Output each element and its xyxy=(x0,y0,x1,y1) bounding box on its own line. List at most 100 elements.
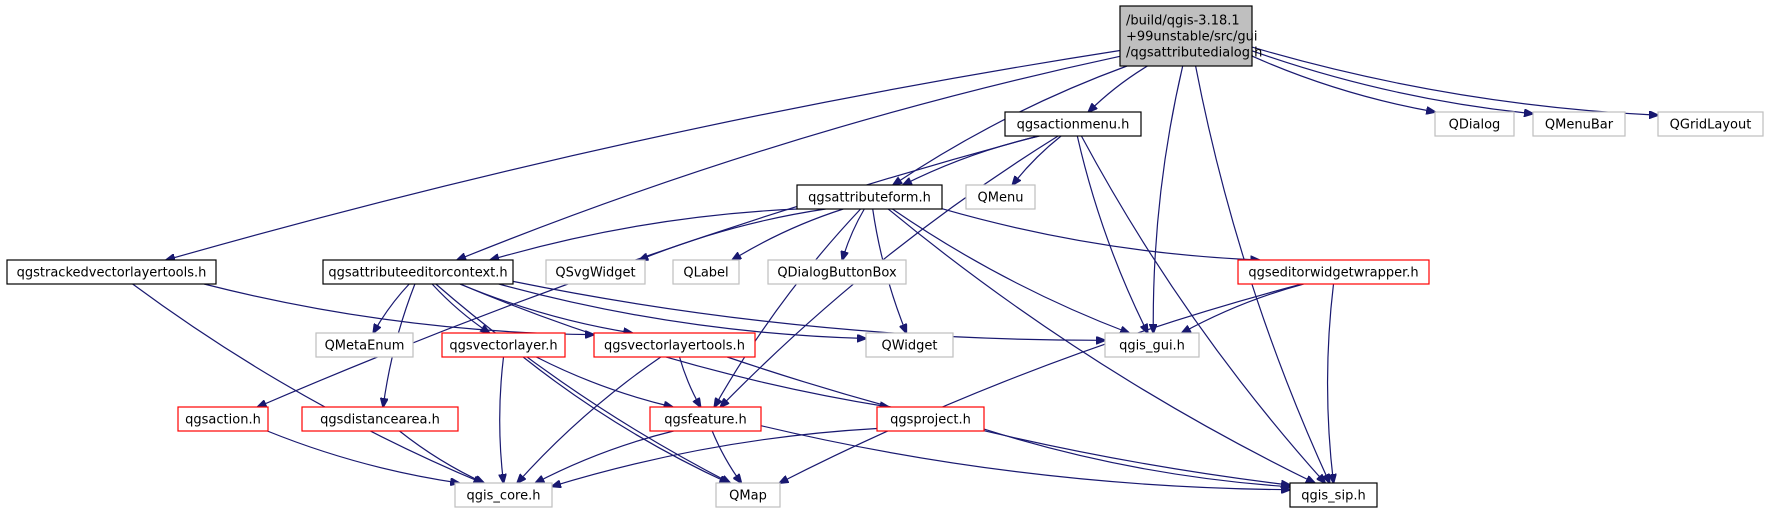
edge-vectorlayer-to-qgiscore xyxy=(500,356,504,483)
node-label-qmetaenum: QMetaEnum xyxy=(325,339,405,354)
edge-attributeform-to-editorcontext xyxy=(490,208,798,260)
node-trackedtools[interactable]: qgstrackedvectorlayertools.h xyxy=(6,259,217,285)
edge-attributeform-to-qgissip xyxy=(887,208,1315,483)
edge-root-to-trackedtools xyxy=(166,49,1121,261)
node-qdialogbuttonbox[interactable]: QDialogButtonBox xyxy=(767,259,907,285)
node-attributeform[interactable]: qgsattributeform.h xyxy=(796,184,943,210)
node-label-editorwidgetwrapper: qgseditorwidgetwrapper.h xyxy=(1248,266,1418,281)
node-label-feature: qgsfeature.h xyxy=(664,413,747,428)
node-label-vectorlayertools: qgsvectorlayertools.h xyxy=(604,339,745,354)
edge-vectorlayertools-to-qgiscore xyxy=(517,356,662,483)
edge-editorcontext-to-project xyxy=(459,283,889,407)
node-label-qgiscore: qgis_core.h xyxy=(467,489,541,504)
node-qsvgwidget[interactable]: QSvgWidget xyxy=(545,259,646,285)
node-qmenubar[interactable]: QMenuBar xyxy=(1532,111,1626,137)
node-qmap[interactable]: QMap xyxy=(715,482,781,508)
edge-editorwidgetwrapper-to-qgissip xyxy=(1326,283,1334,483)
node-qgissip[interactable]: qgis_sip.h xyxy=(1289,482,1378,508)
node-qmetaenum[interactable]: QMetaEnum xyxy=(315,332,414,358)
node-qdialog[interactable]: QDialog xyxy=(1434,111,1515,137)
node-action[interactable]: qgsaction.h xyxy=(177,406,269,432)
edge-project-to-qgiscore xyxy=(552,427,878,487)
node-box-editorwidgetwrapper xyxy=(1237,259,1430,285)
node-root[interactable]: /build/qgis-3.18.1+99unstable/src/gui/qg… xyxy=(1119,5,1262,67)
node-qgisgui[interactable]: qgis_gui.h xyxy=(1104,332,1200,358)
node-label-project: qgsproject.h xyxy=(890,413,971,428)
node-box-qgridlayout xyxy=(1657,111,1764,137)
node-label-qdialogbuttonbox: QDialogButtonBox xyxy=(777,266,897,281)
edge-root-to-actionmenu xyxy=(1088,65,1148,112)
node-box-attributeform xyxy=(796,184,943,210)
edge-vectorlayer-to-feature xyxy=(536,356,672,407)
node-box-root xyxy=(1119,5,1253,67)
edge-trackedtools-to-vectorlayertools xyxy=(203,283,594,335)
edge-distancearea-to-qgiscore xyxy=(399,430,485,483)
node-editorwidgetwrapper[interactable]: qgseditorwidgetwrapper.h xyxy=(1237,259,1430,285)
node-box-editorcontext xyxy=(322,259,514,285)
node-box-qdialogbuttonbox xyxy=(767,259,907,285)
node-box-actionmenu xyxy=(1004,111,1142,137)
node-label-qdialog: QDialog xyxy=(1449,118,1501,133)
edge-project-to-qgissip xyxy=(983,428,1290,487)
node-label-root-line-0: /build/qgis-3.18.1 xyxy=(1126,14,1240,29)
edge-vectorlayer-to-qmap xyxy=(522,356,728,483)
edge-editorwidgetwrapper-to-qgisgui xyxy=(1182,283,1304,333)
edge-actionmenu-to-qmenu xyxy=(1012,135,1062,185)
node-box-qgiscore xyxy=(454,482,553,508)
node-actionmenu[interactable]: qgsactionmenu.h xyxy=(1004,111,1142,137)
node-box-project xyxy=(876,406,985,432)
node-qlabel[interactable]: QLabel xyxy=(672,259,740,285)
edge-attributeform-to-feature xyxy=(714,208,862,407)
node-box-qmenu xyxy=(965,184,1036,210)
node-label-qlabel: QLabel xyxy=(683,266,728,281)
edge-root-to-qdialog xyxy=(1251,55,1435,112)
node-feature[interactable]: qgsfeature.h xyxy=(649,406,762,432)
node-distancearea[interactable]: qgsdistancearea.h xyxy=(301,406,459,432)
edge-trackedtools-to-qgiscore xyxy=(132,283,483,483)
edge-editorwidgetwrapper-to-qmap xyxy=(780,283,1303,483)
node-label-qmenu: QMenu xyxy=(978,191,1024,206)
edge-root-to-qgridlayout xyxy=(1251,46,1658,115)
edge-feature-to-qmap xyxy=(711,430,741,483)
edge-attributeform-to-qlabel xyxy=(732,208,844,260)
node-qgridlayout[interactable]: QGridLayout xyxy=(1657,111,1764,137)
node-qgiscore[interactable]: qgis_core.h xyxy=(454,482,553,508)
node-qwidget[interactable]: QWidget xyxy=(865,332,954,358)
node-box-qsvgwidget xyxy=(545,259,646,285)
edge-feature-to-qgissip xyxy=(760,425,1290,490)
node-box-qgissip xyxy=(1289,482,1378,508)
edge-attributeform-to-qdialogbuttonbox xyxy=(842,208,865,260)
node-box-vectorlayer xyxy=(441,332,566,358)
node-box-trackedtools xyxy=(6,259,217,285)
node-box-distancearea xyxy=(301,406,459,432)
edge-editorcontext-to-vectorlayer xyxy=(431,283,489,333)
edge-actionmenu-to-qgisgui xyxy=(1076,135,1147,333)
node-box-qlabel xyxy=(672,259,740,285)
node-box-qdialog xyxy=(1434,111,1515,137)
node-label-editorcontext: qgsattributeeditorcontext.h xyxy=(328,266,507,281)
node-label-trackedtools: qgstrackedvectorlayertools.h xyxy=(17,266,207,281)
node-label-qgisgui: qgis_gui.h xyxy=(1119,339,1185,354)
node-box-feature xyxy=(649,406,762,432)
node-vectorlayertools[interactable]: qgsvectorlayertools.h xyxy=(593,332,756,358)
node-label-qgissip: qgis_sip.h xyxy=(1301,489,1365,504)
node-label-root-line-1: +99unstable/src/gui xyxy=(1126,30,1257,45)
edge-editorcontext-to-qgisgui xyxy=(512,280,1105,340)
node-box-vectorlayertools xyxy=(593,332,756,358)
node-qmenu[interactable]: QMenu xyxy=(965,184,1036,210)
node-label-vectorlayer: qgsvectorlayer.h xyxy=(449,339,557,354)
node-label-qsvgwidget: QSvgWidget xyxy=(555,266,635,281)
node-project[interactable]: qgsproject.h xyxy=(876,406,985,432)
edge-attributeform-to-qsvgwidget xyxy=(639,208,826,260)
edge-root-to-qgisgui xyxy=(1153,65,1184,333)
node-editorcontext[interactable]: qgsattributeeditorcontext.h xyxy=(322,259,514,285)
edge-feature-to-qgiscore xyxy=(535,430,674,483)
node-box-action xyxy=(177,406,269,432)
node-label-action: qgsaction.h xyxy=(185,413,261,428)
node-label-qmenubar: QMenuBar xyxy=(1545,118,1614,133)
node-vectorlayer[interactable]: qgsvectorlayer.h xyxy=(441,332,566,358)
node-box-qmap xyxy=(715,482,781,508)
edge-root-to-qmenubar xyxy=(1251,50,1533,114)
edge-attributeform-to-qgisgui xyxy=(892,208,1129,333)
